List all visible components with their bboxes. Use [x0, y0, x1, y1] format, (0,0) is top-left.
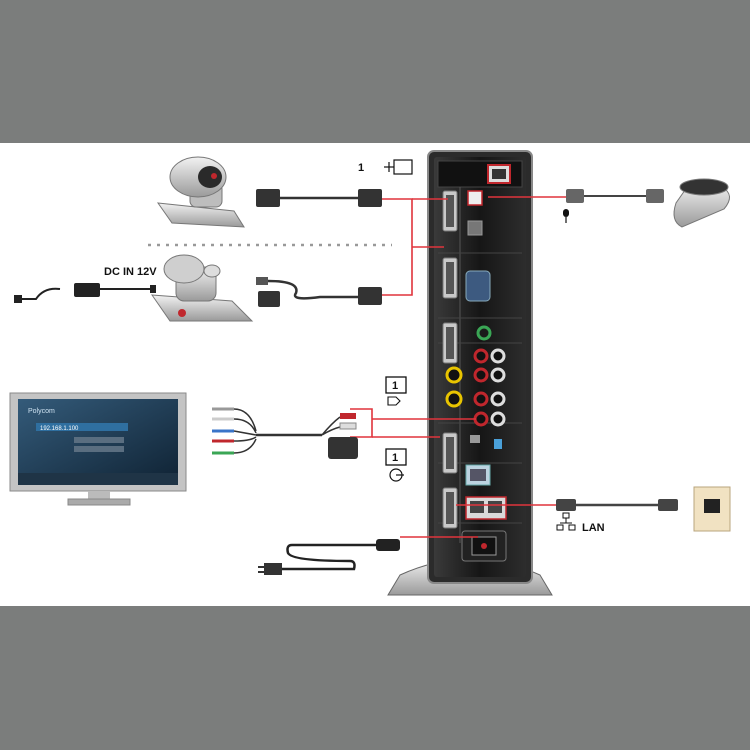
microphone-icon [563, 209, 569, 223]
power-plug-icon [14, 295, 22, 303]
component-cable [212, 407, 358, 459]
power-adapter: DC IN 12V [14, 266, 157, 303]
speaker-icon [387, 396, 401, 406]
display-monitor: Polycom 192.168.1.100 [9, 392, 187, 506]
display-count-text: 1 [392, 380, 398, 392]
ptz-camera-secondary [150, 254, 254, 322]
monitor-title: Polycom [28, 408, 55, 415]
camera-label: 1 [358, 159, 413, 175]
audio-output-label: 1 [385, 376, 407, 406]
lan-cable [556, 499, 678, 511]
bottom-gray-band [0, 606, 750, 750]
camera-2-cable [256, 277, 382, 307]
connection-diagram: 1 DC IN 12V [0, 143, 750, 606]
headphone-output-label: 1 [385, 448, 407, 482]
codec-unit [387, 150, 553, 596]
top-gray-band [0, 0, 750, 143]
monitor-address: 192.168.1.100 [40, 426, 79, 432]
mic-cable [566, 189, 664, 203]
dc-in-label: DC IN 12V [104, 266, 157, 278]
camera-count-text: 1 [358, 162, 364, 174]
camera-cable [256, 189, 382, 207]
camera-icon [384, 159, 413, 175]
headphone-icon [389, 468, 404, 482]
power-cord [258, 539, 400, 575]
lan-label: LAN [582, 522, 605, 534]
audio-count-text: 1 [392, 452, 398, 464]
wall-jack [693, 486, 731, 532]
ptz-camera [156, 156, 245, 228]
connection-lines [350, 196, 576, 538]
network-icon [556, 512, 576, 531]
microphone-pod [673, 178, 730, 228]
